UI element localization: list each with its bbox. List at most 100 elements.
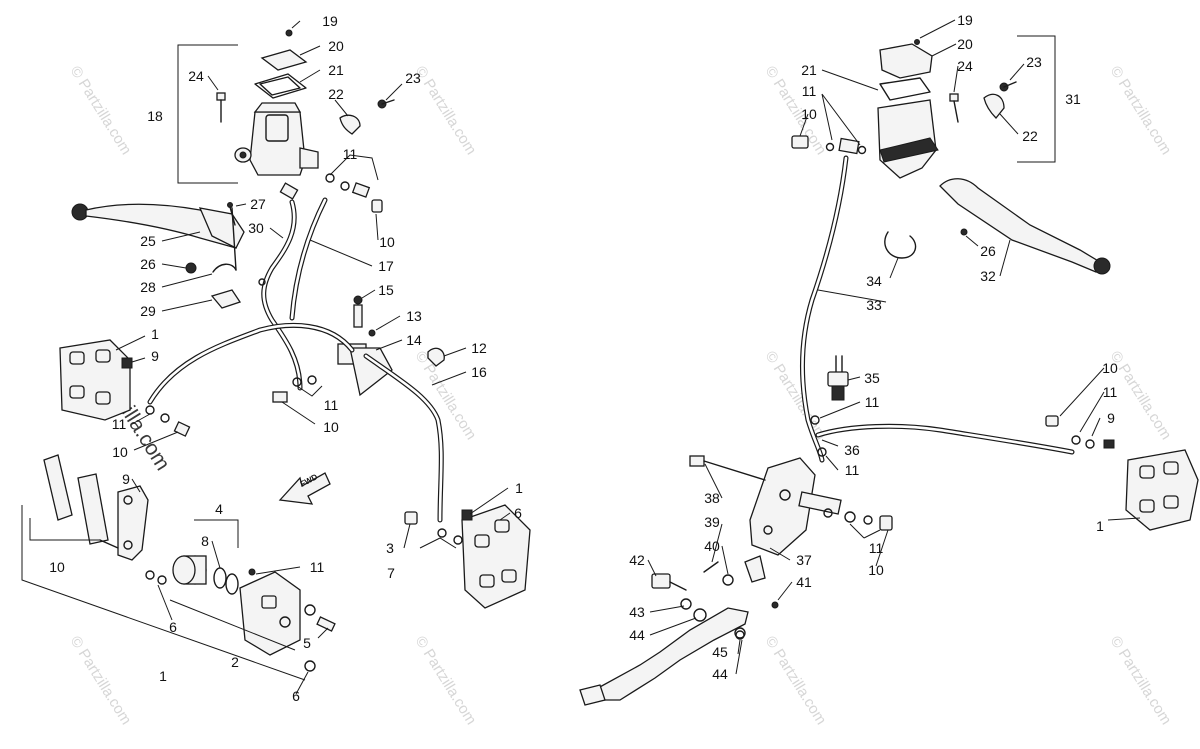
banjo-rear	[823, 508, 893, 531]
callout-5: 5	[303, 635, 311, 651]
pin-27	[231, 207, 237, 271]
callout-11: 11	[845, 462, 860, 478]
master-cylinder-right	[877, 39, 959, 179]
callout-6: 11	[310, 559, 325, 575]
forward-arrow: FWD	[278, 472, 331, 505]
watermark: © Partzilla.com	[1107, 63, 1175, 158]
callout-40: 40	[704, 538, 720, 554]
callout-10: 10	[112, 444, 128, 460]
callout-6: 6	[292, 688, 300, 704]
callout-17: 17	[378, 258, 394, 274]
callout-23: 23	[405, 70, 421, 86]
callout-10: 10	[801, 106, 817, 122]
callout-18: 18	[147, 108, 163, 124]
callout-39: 39	[704, 514, 720, 530]
bolt-38	[689, 455, 766, 481]
callout-10: 3	[386, 540, 394, 556]
callout-21: 21	[801, 62, 817, 78]
washer-44	[735, 630, 745, 640]
clip-12	[427, 347, 445, 367]
callout-27: 27	[250, 196, 266, 212]
washer-6d	[304, 660, 316, 672]
bolt-42	[651, 573, 687, 591]
clevis-pin-40	[722, 574, 734, 586]
callout-25: 25	[140, 233, 156, 249]
screw-23-right	[999, 81, 1017, 92]
brake-pads-8	[43, 454, 109, 545]
callout-45: 45	[712, 644, 728, 660]
callout-labels-left: 19 20 21 24 23 18 22 11 27 30 10 25 17 2…	[49, 13, 523, 704]
group-line-2	[169, 599, 296, 651]
caliper-body-2	[239, 571, 301, 656]
bolt-24	[216, 92, 226, 123]
reservoir-cover	[254, 29, 308, 99]
callout-19: 19	[322, 13, 338, 29]
callout-32: 32	[980, 268, 996, 284]
bleeder-5	[316, 616, 336, 632]
callout-20: 20	[328, 38, 344, 54]
brake-line-36	[815, 423, 1075, 455]
bolt-13	[368, 329, 376, 337]
watermark-layer: © Partzilla.com © Partzilla.com © Partzi…	[67, 63, 1175, 728]
callout-9: 9	[1107, 410, 1115, 426]
callout-31: 31	[1065, 91, 1081, 107]
callout-11: 11	[343, 146, 358, 162]
nut-26	[185, 262, 197, 274]
callout-9: 1	[515, 480, 523, 496]
brake-caliper-left	[59, 339, 133, 421]
callout-28: 28	[140, 279, 156, 295]
callout-44: 44	[629, 627, 645, 643]
left-front-brake-assembly: FWD	[21, 13, 531, 704]
banjo-fittings-top	[325, 173, 383, 213]
callout-11: 11	[1103, 384, 1118, 400]
brake-pedal	[579, 607, 749, 706]
boot-22-right	[983, 93, 1005, 119]
banjo-fittings-right	[404, 511, 463, 545]
clip-34	[884, 231, 917, 259]
piston-4	[172, 555, 207, 585]
banjo-fittings-mid	[272, 375, 317, 403]
callout-labels-right: 19 20 21 24 23 31 11 10 22 26 32 34 33 3…	[629, 12, 1141, 682]
brake-line-left	[147, 322, 355, 405]
group-line-1	[21, 505, 306, 681]
callout-19: 19	[957, 12, 973, 28]
washer-11-r2	[817, 447, 827, 457]
callout-10: 10	[379, 234, 395, 250]
callout-14: 14	[406, 332, 422, 348]
callout-33: 33	[866, 297, 882, 313]
callout-1: 1	[1096, 518, 1104, 534]
callout-44: 44	[712, 666, 728, 682]
washer-6c	[304, 604, 316, 616]
callout-11: 11	[112, 416, 127, 432]
callout-22: 22	[1022, 128, 1038, 144]
brake-switch-35	[827, 355, 849, 401]
callout-4: 8	[201, 533, 209, 549]
callout-36: 36	[844, 442, 860, 458]
callout-6: 6	[169, 619, 177, 635]
brake-caliper-right	[461, 504, 531, 609]
watermark: © Partzilla.com	[67, 63, 135, 158]
callout-35: 35	[864, 370, 880, 386]
callout-38: 38	[704, 490, 720, 506]
callout-1: 6	[514, 505, 522, 521]
bracket-18	[177, 44, 238, 184]
callout-11: 11	[869, 540, 884, 556]
washer-6b	[157, 575, 167, 585]
group-line-3	[194, 519, 239, 548]
callout-23: 23	[1026, 54, 1042, 70]
callout-11: 11	[324, 397, 339, 413]
callout-34: 34	[866, 273, 882, 289]
callout-30: 30	[248, 220, 264, 236]
callout-26: 26	[140, 256, 156, 272]
brake-hose-30	[258, 182, 303, 391]
callout-15: 15	[378, 282, 394, 298]
callout-20: 20	[957, 36, 973, 52]
brake-hose-33	[799, 155, 849, 463]
callout-24: 24	[188, 68, 204, 84]
callout-11: 7	[387, 565, 395, 581]
seal-3b	[225, 573, 239, 595]
callout-10: 10	[868, 562, 884, 578]
master-cylinder	[234, 102, 319, 176]
screw-23	[377, 99, 395, 109]
washer-43	[680, 598, 692, 610]
